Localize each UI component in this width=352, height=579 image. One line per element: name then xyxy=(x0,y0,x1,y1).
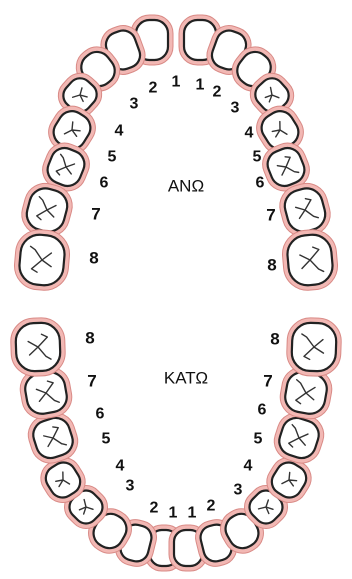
upper-right-tooth-5-groove xyxy=(271,120,288,138)
lower-left-number-7: 7 xyxy=(87,372,96,391)
upper-left-tooth-4-groove xyxy=(71,87,88,103)
lower-left-number-4: 4 xyxy=(116,458,125,475)
lower-right-number-5: 5 xyxy=(254,431,263,448)
upper-right-tooth-7-groove xyxy=(294,197,320,220)
lower-left-number-2: 2 xyxy=(150,500,159,517)
upper-right-tooth-8 xyxy=(281,229,339,291)
lower-left-tooth-7 xyxy=(19,366,73,420)
upper-left-tooth-8 xyxy=(13,229,71,291)
lower-right-number-6: 6 xyxy=(258,402,267,419)
upper-left-number-6: 6 xyxy=(100,175,109,192)
lower-left-tooth-4-groove xyxy=(78,498,94,515)
lower-left-number-8: 8 xyxy=(85,329,94,348)
lower-right-tooth-8 xyxy=(286,317,342,377)
lower-right-number-2: 2 xyxy=(207,498,216,515)
upper-left-number-7: 7 xyxy=(91,205,100,224)
upper-right-number-1: 1 xyxy=(196,77,205,94)
lower-right-tooth-5 xyxy=(266,457,312,503)
upper-arch-title: ΑΝΩ xyxy=(168,177,204,196)
lower-right-number-7: 7 xyxy=(263,372,272,391)
lower-right-number-3: 3 xyxy=(234,482,243,499)
upper-right-tooth-6 xyxy=(262,142,310,192)
upper-right-tooth-7 xyxy=(279,182,331,238)
lower-right-tooth-7-groove xyxy=(295,379,316,405)
upper-right-number-6: 6 xyxy=(256,175,265,192)
upper-right-number-5: 5 xyxy=(253,149,262,166)
lower-left-number-1: 1 xyxy=(169,505,178,522)
upper-left-number-8: 8 xyxy=(89,249,98,268)
lower-right-number-8: 8 xyxy=(270,330,279,349)
upper-right-tooth-6-groove xyxy=(276,156,300,176)
upper-left-number-4: 4 xyxy=(115,123,124,140)
upper-left-tooth-7 xyxy=(21,182,73,238)
lower-left-tooth-5 xyxy=(40,457,86,503)
lower-left-number-6: 6 xyxy=(96,406,105,423)
upper-right-tooth-5 xyxy=(256,105,304,155)
lower-arch-title: ΚΑΤΩ xyxy=(164,369,208,388)
upper-left-number-5: 5 xyxy=(108,149,117,166)
upper-left-tooth-6-groove xyxy=(55,153,76,176)
upper-teeth xyxy=(13,14,339,291)
lower-left-tooth-8 xyxy=(10,317,66,377)
lower-left-tooth-5-groove xyxy=(55,471,71,488)
upper-left-number-1: 1 xyxy=(172,74,181,91)
lower-left-tooth-8-groove xyxy=(27,333,52,360)
upper-right-number-3: 3 xyxy=(231,100,240,117)
upper-right-tooth-4-groove xyxy=(264,86,280,103)
lower-left-tooth-6-groove xyxy=(43,426,68,448)
upper-left-tooth-8-groove xyxy=(29,245,53,273)
lower-left-tooth-7-groove xyxy=(35,380,60,403)
lower-right-number-1: 1 xyxy=(188,505,197,522)
lower-right-tooth-4-groove xyxy=(257,499,274,515)
lower-right-tooth-6-groove xyxy=(288,423,309,448)
lower-left-number-3: 3 xyxy=(126,478,135,495)
upper-left-tooth-7-groove xyxy=(36,195,57,221)
upper-right-number-7: 7 xyxy=(266,206,275,225)
upper-left-number-3: 3 xyxy=(130,96,139,113)
upper-right-number-2: 2 xyxy=(213,84,222,101)
lower-right-number-4: 4 xyxy=(244,458,253,475)
lower-left-tooth-6 xyxy=(27,412,79,464)
upper-right-number-8: 8 xyxy=(267,256,276,275)
upper-left-tooth-5-groove xyxy=(63,121,81,138)
lower-teeth xyxy=(10,317,342,572)
upper-right-tooth-8-groove xyxy=(299,246,325,273)
lower-right-tooth-8-groove xyxy=(301,333,325,361)
upper-right-number-4: 4 xyxy=(245,125,254,142)
upper-left-number-2: 2 xyxy=(149,80,158,97)
lower-right-tooth-5-groove xyxy=(281,471,298,487)
lower-left-number-5: 5 xyxy=(102,431,111,448)
lower-right-tooth-6 xyxy=(273,412,325,464)
